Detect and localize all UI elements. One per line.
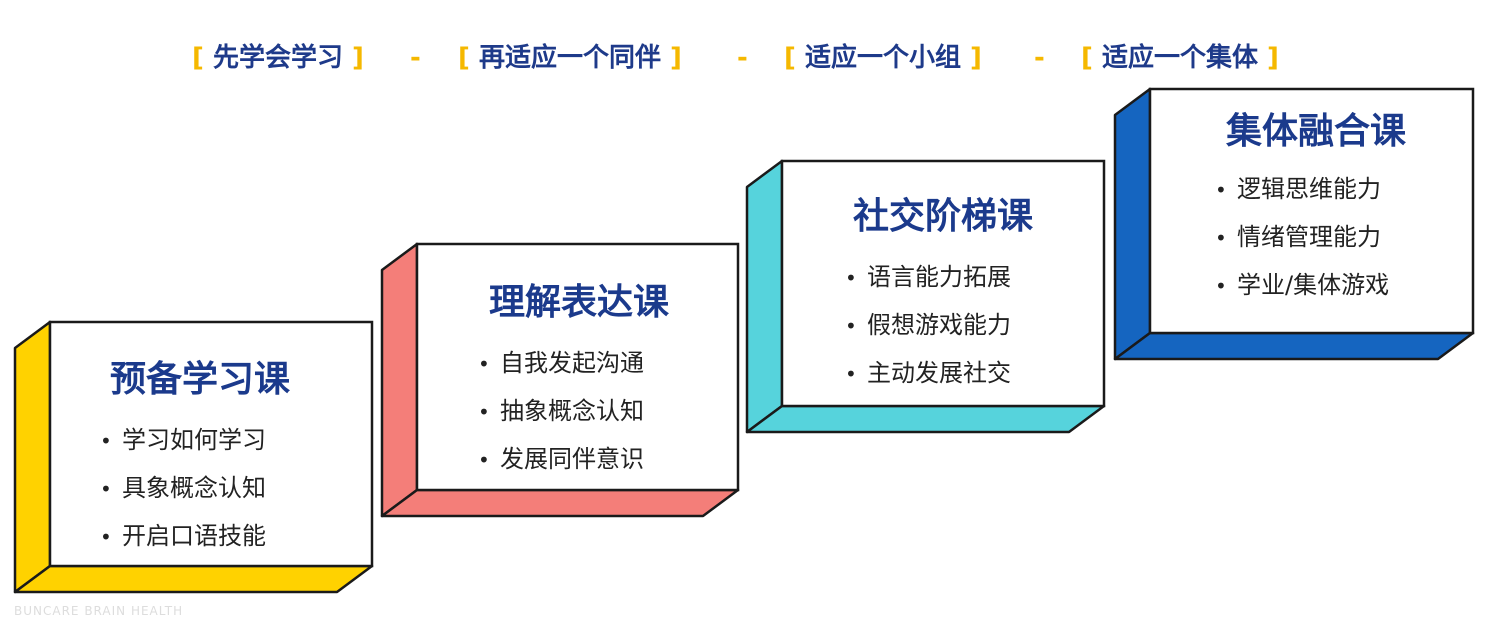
bullet-icon: • bbox=[100, 477, 112, 501]
bullet-icon: • bbox=[845, 362, 857, 386]
list-item: •抽象概念认知 bbox=[478, 388, 644, 436]
bullet-icon: • bbox=[478, 352, 490, 376]
card-3-face bbox=[780, 159, 1106, 408]
bullet-icon: • bbox=[100, 429, 112, 453]
card-2-items: •自我发起沟通 •抽象概念认知 •发展同伴意识 bbox=[478, 340, 644, 484]
stage-separator: - bbox=[737, 43, 748, 73]
list-item: •逻辑思维能力 bbox=[1215, 166, 1389, 214]
card-4-bottom bbox=[1113, 331, 1475, 361]
card-3-box bbox=[745, 159, 1106, 434]
stage-label: 适应一个集体 bbox=[1101, 43, 1258, 73]
stage-4: [ 适应一个集体 ] bbox=[1081, 40, 1279, 76]
card-3-items: •语言能力拓展 •假想游戏能力 •主动发展社交 bbox=[845, 254, 1011, 398]
card-3-side bbox=[745, 159, 784, 434]
bullet-icon: • bbox=[478, 448, 490, 472]
list-item: •情绪管理能力 bbox=[1215, 214, 1389, 262]
card-4-items: •逻辑思维能力 •情绪管理能力 •学业/集体游戏 bbox=[1215, 166, 1389, 310]
bracket-open: [ bbox=[192, 43, 204, 73]
bullet-icon: • bbox=[845, 266, 857, 290]
card-1-bottom bbox=[13, 564, 374, 594]
card-2-bottom bbox=[380, 488, 740, 518]
list-item: •发展同伴意识 bbox=[478, 436, 644, 484]
list-item: •具象概念认知 bbox=[100, 465, 266, 513]
card-1-face bbox=[48, 320, 374, 568]
card-1-title: 预备学习课 bbox=[109, 359, 290, 400]
bracket-close: ] bbox=[670, 43, 682, 73]
card-4-face bbox=[1148, 87, 1475, 335]
bracket-open: [ bbox=[1081, 43, 1093, 73]
bullet-icon: • bbox=[100, 525, 112, 549]
bracket-close: ] bbox=[352, 43, 364, 73]
bracket-open: [ bbox=[784, 43, 796, 73]
stage-2: [ 再适应一个同伴 ] bbox=[458, 40, 682, 76]
bracket-close: ] bbox=[1267, 43, 1279, 73]
card-4-box bbox=[1113, 87, 1475, 361]
card-1-side bbox=[13, 320, 52, 594]
card-4-side bbox=[1113, 87, 1152, 361]
stage-1: [ 先学会学习 ] bbox=[192, 40, 364, 76]
bullet-icon: • bbox=[1215, 226, 1227, 250]
stage-label: 适应一个小组 bbox=[804, 43, 961, 73]
bullet-icon: • bbox=[1215, 274, 1227, 298]
bullet-icon: • bbox=[845, 314, 857, 338]
card-2-face bbox=[415, 242, 740, 492]
list-item: •学习如何学习 bbox=[100, 417, 266, 465]
list-item: •主动发展社交 bbox=[845, 350, 1011, 398]
card-2-side bbox=[380, 242, 419, 518]
card-4-title: 集体融合课 bbox=[1225, 111, 1406, 152]
stage-3: [ 适应一个小组 ] bbox=[784, 40, 982, 76]
bracket-open: [ bbox=[458, 43, 470, 73]
list-item: •开启口语技能 bbox=[100, 513, 266, 561]
bracket-close: ] bbox=[970, 43, 982, 73]
stage-separator: - bbox=[410, 43, 421, 73]
bullet-icon: • bbox=[478, 400, 490, 424]
stage-separator: - bbox=[1034, 43, 1045, 73]
card-1-items: •学习如何学习 •具象概念认知 •开启口语技能 bbox=[100, 417, 266, 561]
card-2-title: 理解表达课 bbox=[488, 282, 669, 323]
stage-label: 先学会学习 bbox=[212, 43, 343, 73]
card-3-title: 社交阶梯课 bbox=[852, 196, 1033, 237]
bullet-icon: • bbox=[1215, 178, 1227, 202]
stage-label: 再适应一个同伴 bbox=[478, 43, 661, 73]
list-item: •自我发起沟通 bbox=[478, 340, 644, 388]
watermark: BUNCARE BRAIN HEALTH bbox=[14, 604, 184, 618]
list-item: •假想游戏能力 bbox=[845, 302, 1011, 350]
card-1-box bbox=[13, 320, 374, 594]
list-item: •语言能力拓展 bbox=[845, 254, 1011, 302]
list-item: •学业/集体游戏 bbox=[1215, 262, 1389, 310]
card-3-bottom bbox=[745, 404, 1106, 434]
card-2-box bbox=[380, 242, 740, 518]
